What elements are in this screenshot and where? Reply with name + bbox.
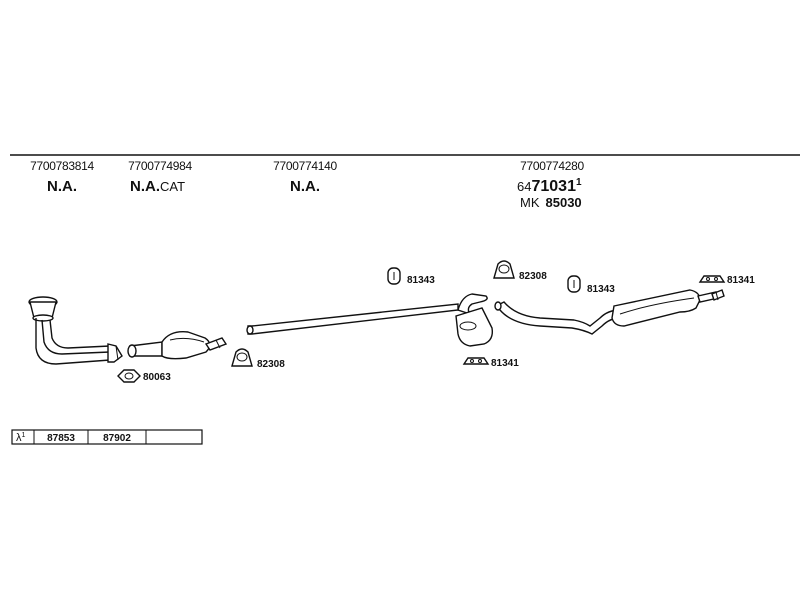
hanger-front-silencer: 81341 <box>462 357 519 369</box>
lambda-symbol: λ1 <box>16 432 26 444</box>
part-number-catalyst: 7700774984 <box>128 159 192 173</box>
lambda-table: λ1 87853 87902 <box>11 429 203 445</box>
downpipe-drawing <box>28 296 123 365</box>
bracket-mid-label: 81343 <box>407 275 435 286</box>
clamp-catalyst: 82308 <box>231 348 285 370</box>
middle-pipe-drawing <box>246 293 494 347</box>
column-middle-pipe: 7700774140 N.A. <box>273 159 338 195</box>
status-downpipe: N.A. <box>47 178 77 195</box>
clamp-mid-label: 82308 <box>519 271 547 282</box>
column-downpipe: 7700783814 N.A. <box>30 159 95 195</box>
hanger-rear: 81341 <box>698 275 755 286</box>
status-catalyst: N.A.CAT <box>130 178 185 195</box>
catalyst-drawing <box>127 331 228 360</box>
bracket-mid: 81343 <box>387 267 435 286</box>
part-number-downpipe: 7700783814 <box>30 159 94 173</box>
status-middle-pipe: N.A. <box>290 178 320 195</box>
lambda-cell-2: 87902 <box>103 433 131 444</box>
lambda-cell-1: 87853 <box>47 433 75 444</box>
alt-number-rear-silencer: 64710311 <box>517 177 582 195</box>
rear-silencer-drawing <box>494 289 725 335</box>
bracket-rear-label: 81343 <box>587 284 615 295</box>
part-number-middle-pipe: 7700774140 <box>273 159 337 173</box>
hanger-front-silencer-label: 81341 <box>491 358 519 369</box>
hanger-rear-label: 81341 <box>727 275 755 286</box>
column-catalyst: 7700774984 N.A.CAT <box>128 159 193 195</box>
status-suffix-catalyst: CAT <box>160 179 185 194</box>
part-number-rear-silencer: 7700774280 <box>520 159 584 173</box>
clamp-mid: 82308 <box>493 260 547 282</box>
clamp-catalyst-label: 82308 <box>257 359 285 370</box>
gasket-front: 80063 <box>117 369 171 383</box>
bracket-rear: 81343 <box>567 275 615 295</box>
gasket-front-label: 80063 <box>143 372 171 383</box>
